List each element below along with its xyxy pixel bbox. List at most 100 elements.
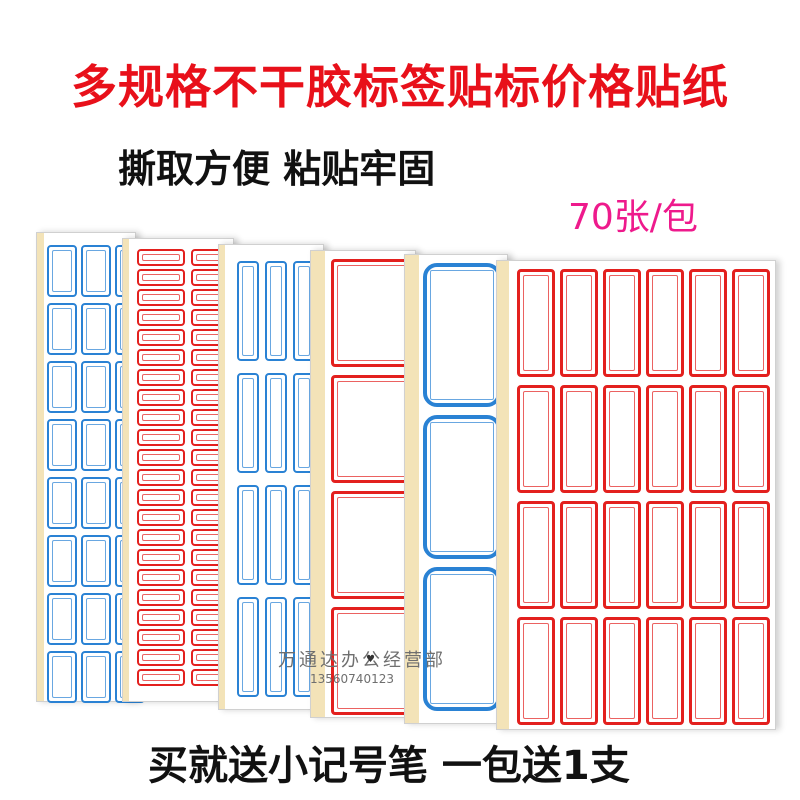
label-cell xyxy=(517,269,555,377)
label-inner-line xyxy=(298,378,310,468)
label-inner-line xyxy=(242,266,254,356)
label-cell xyxy=(137,429,185,446)
label-cell xyxy=(646,385,684,493)
label-inner-line xyxy=(298,490,310,580)
label-cell xyxy=(81,477,111,529)
label-cell xyxy=(137,609,185,626)
label-cell xyxy=(265,373,287,473)
label-cell xyxy=(646,269,684,377)
label-cell xyxy=(603,617,641,725)
label-inner-line xyxy=(242,378,254,468)
label-cell xyxy=(689,385,727,493)
label-cell xyxy=(732,501,770,609)
label-cell xyxy=(137,349,185,366)
label-inner-line xyxy=(430,270,494,400)
label-cell xyxy=(237,261,259,361)
label-cell xyxy=(137,389,185,406)
label-cell xyxy=(137,649,185,666)
label-inner-line xyxy=(86,424,106,466)
label-cell xyxy=(560,617,598,725)
label-cell xyxy=(560,501,598,609)
label-sheet-blue-tall xyxy=(218,244,324,710)
label-grid xyxy=(423,263,501,711)
label-cell xyxy=(137,549,185,566)
label-inner-line xyxy=(430,422,494,552)
label-inner-line xyxy=(86,656,106,698)
label-inner-line xyxy=(652,623,678,719)
label-sheet-red-tiny xyxy=(122,238,239,702)
label-inner-line xyxy=(270,266,282,356)
label-cell xyxy=(603,385,641,493)
label-inner-line xyxy=(566,391,592,487)
label-inner-line xyxy=(52,482,72,524)
label-inner-line xyxy=(142,594,180,601)
label-inner-line xyxy=(86,308,106,350)
label-inner-line xyxy=(52,656,72,698)
label-cell xyxy=(137,289,185,306)
watermark-shop: 万通达办公经营部 xyxy=(278,650,446,671)
label-cell xyxy=(237,597,259,697)
label-cell xyxy=(81,245,111,297)
label-inner-line xyxy=(142,374,180,381)
label-cell xyxy=(689,269,727,377)
label-inner-line xyxy=(52,598,72,640)
watermark-phone: 13560740123 xyxy=(310,672,394,686)
label-cell xyxy=(47,651,77,703)
label-inner-line xyxy=(738,623,764,719)
label-inner-line xyxy=(695,623,721,719)
label-inner-line xyxy=(142,454,180,461)
label-inner-line xyxy=(523,275,549,371)
label-inner-line xyxy=(337,497,411,593)
sheet-edge xyxy=(405,255,419,723)
label-cell xyxy=(137,669,185,686)
label-cell xyxy=(137,569,185,586)
label-cell xyxy=(81,651,111,703)
label-cell xyxy=(47,477,77,529)
label-inner-line xyxy=(242,490,254,580)
label-cell xyxy=(646,617,684,725)
label-inner-line xyxy=(566,507,592,603)
label-inner-line xyxy=(142,674,180,681)
label-inner-line xyxy=(142,334,180,341)
sheet-edge xyxy=(123,239,129,701)
label-inner-line xyxy=(609,275,635,371)
label-cell xyxy=(81,593,111,645)
label-inner-line xyxy=(142,554,180,561)
label-inner-line xyxy=(142,314,180,321)
label-cell xyxy=(81,535,111,587)
label-cell xyxy=(137,309,185,326)
label-inner-line xyxy=(430,574,494,704)
label-inner-line xyxy=(52,250,72,292)
label-cell xyxy=(137,369,185,386)
label-cell xyxy=(137,409,185,426)
label-inner-line xyxy=(142,574,180,581)
label-cell xyxy=(603,501,641,609)
label-sheet-red-medium xyxy=(310,250,417,718)
sheet-edge xyxy=(37,233,44,701)
label-cell xyxy=(423,567,501,711)
label-cell xyxy=(137,269,185,286)
sheet-edge xyxy=(311,251,325,717)
headline: 多规格不干胶标签贴标价格贴纸 xyxy=(71,60,729,114)
label-cell xyxy=(560,269,598,377)
label-cell xyxy=(265,485,287,585)
label-inner-line xyxy=(270,378,282,468)
label-cell xyxy=(517,617,555,725)
label-inner-line xyxy=(609,507,635,603)
label-cell xyxy=(265,261,287,361)
label-inner-line xyxy=(142,654,180,661)
label-inner-line xyxy=(52,366,72,408)
label-inner-line xyxy=(142,514,180,521)
label-inner-line xyxy=(695,391,721,487)
label-cell xyxy=(137,529,185,546)
heart-icon: ♥ xyxy=(366,654,375,665)
label-sheet-blue-large xyxy=(404,254,508,724)
label-inner-line xyxy=(86,366,106,408)
label-inner-line xyxy=(142,394,180,401)
label-sheet-red-grid xyxy=(496,260,776,730)
label-cell xyxy=(646,501,684,609)
label-inner-line xyxy=(337,265,411,361)
label-inner-line xyxy=(609,391,635,487)
label-cell xyxy=(689,501,727,609)
label-inner-line xyxy=(738,391,764,487)
